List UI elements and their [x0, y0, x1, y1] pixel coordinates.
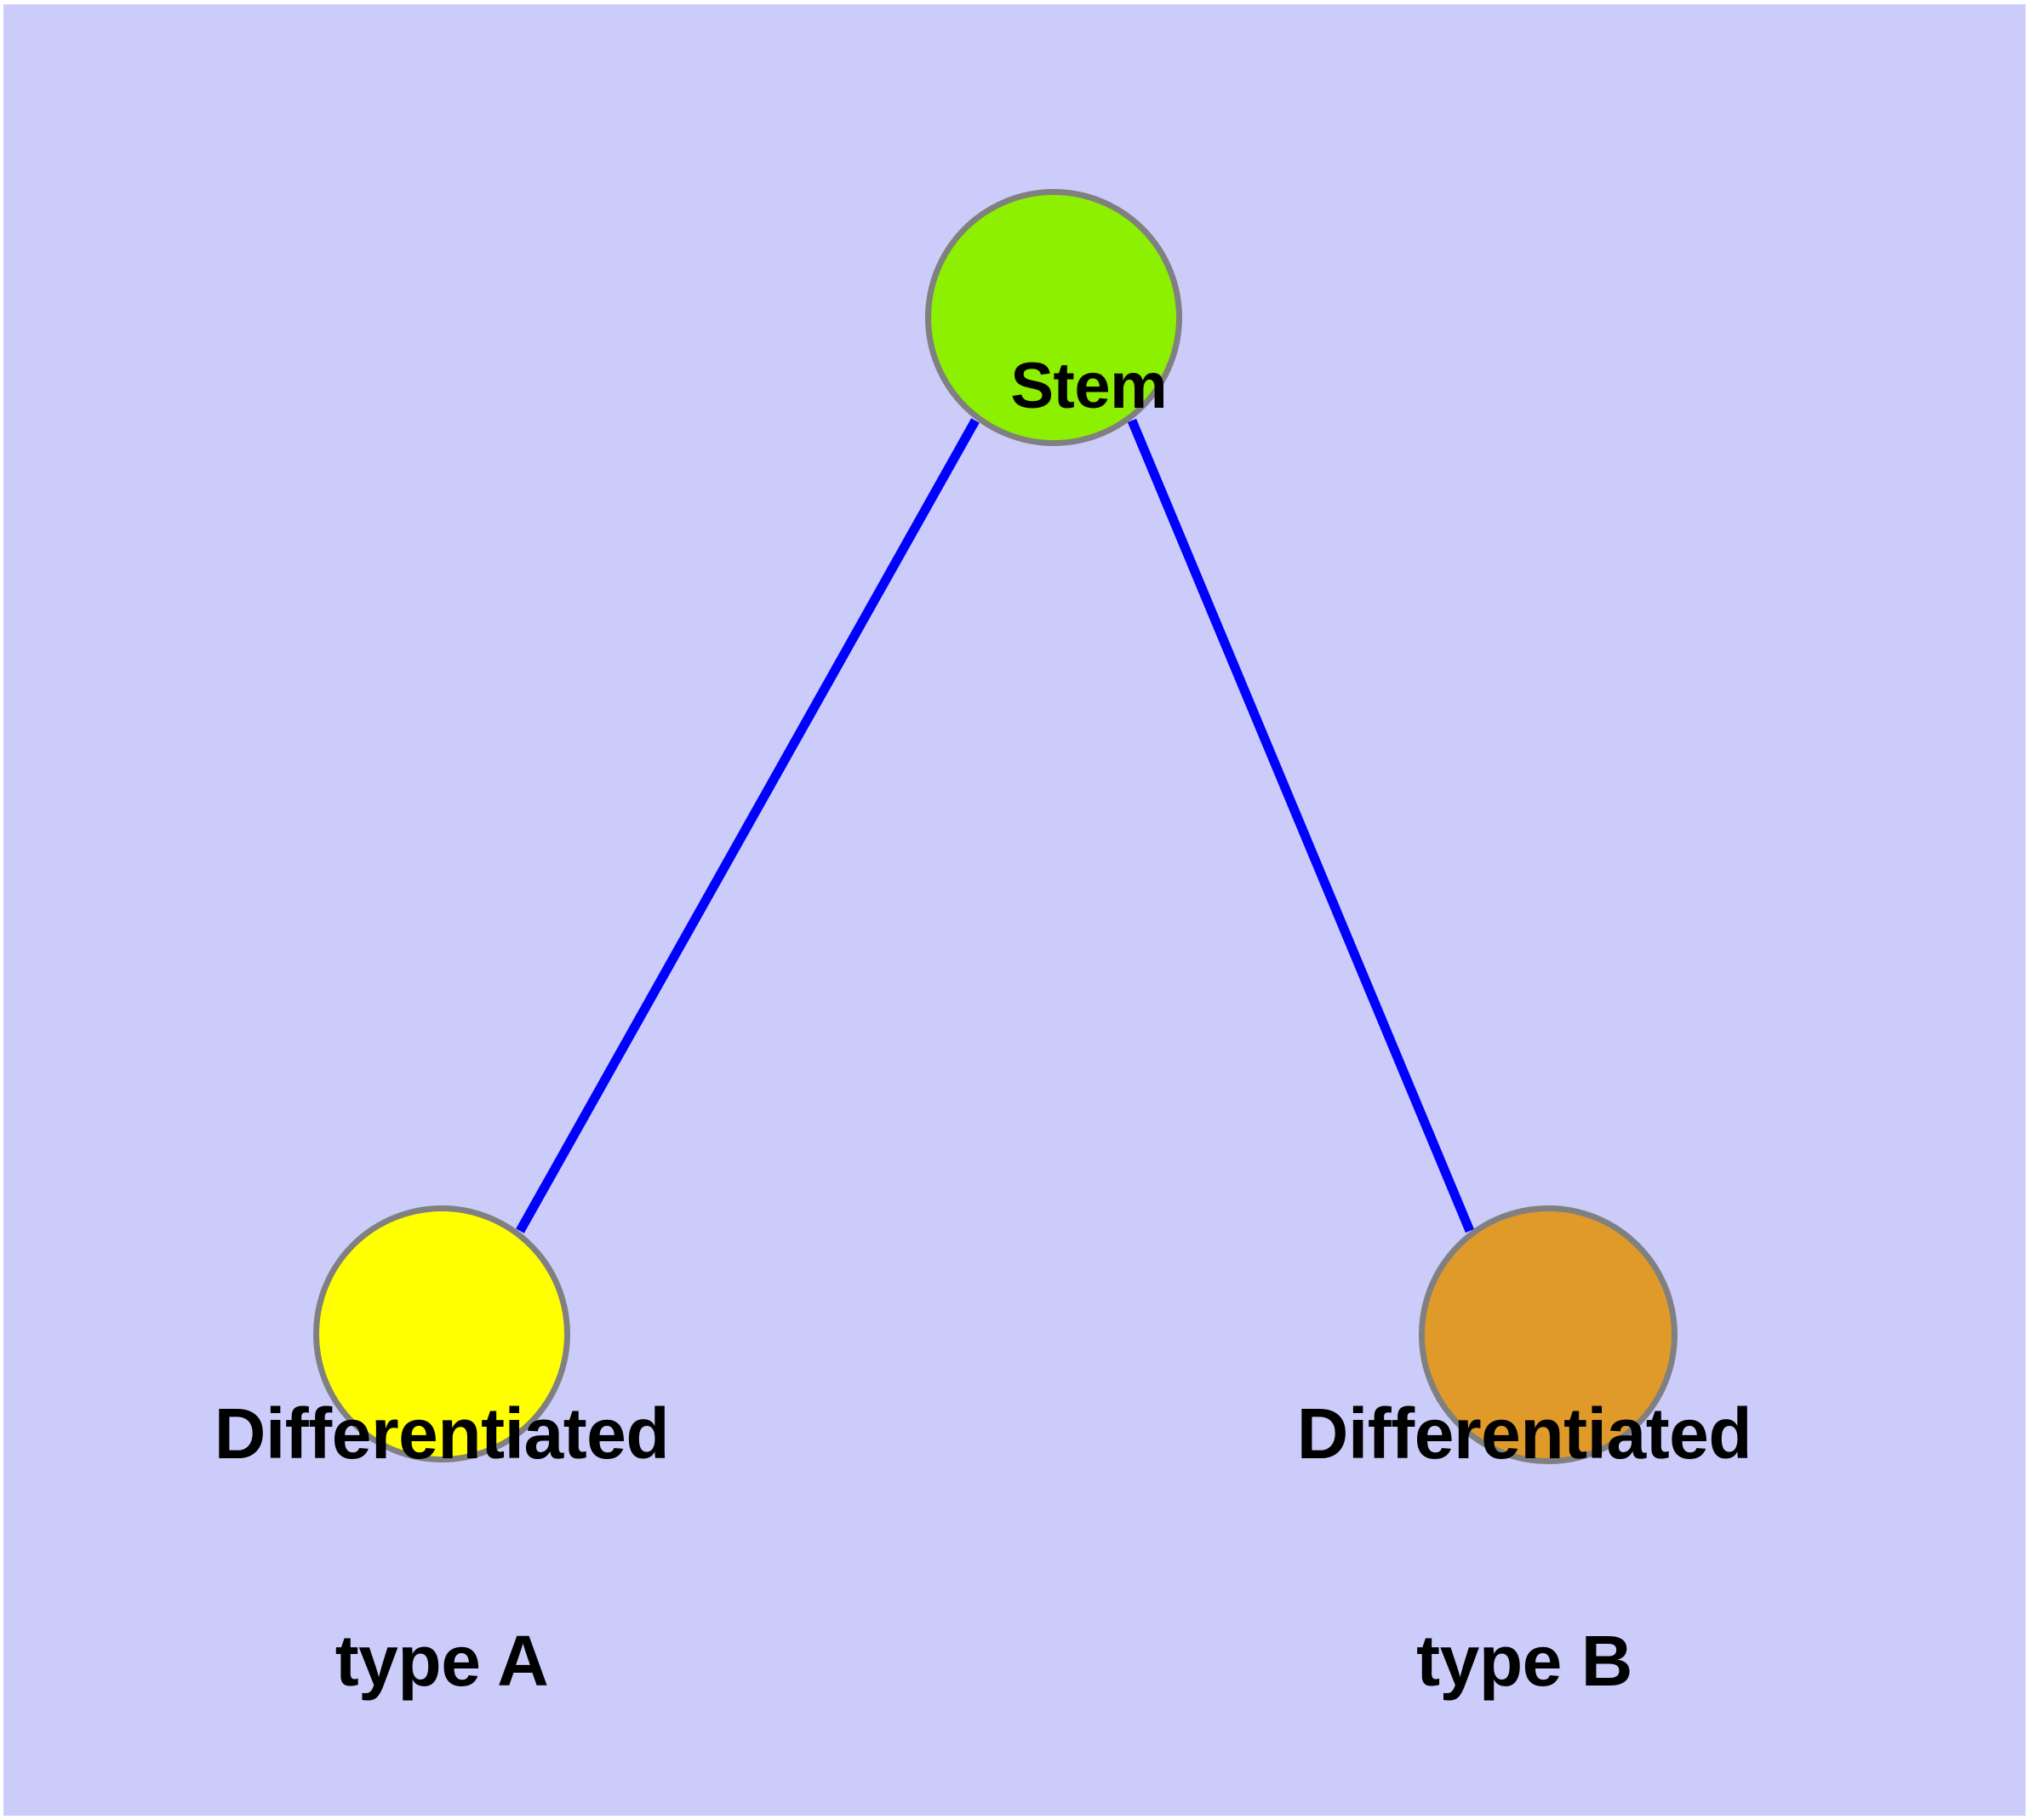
node-differentiated-type-a[interactable] [313, 1205, 570, 1462]
node-stem[interactable] [925, 189, 1182, 446]
node-differentiated-type-b[interactable] [1419, 1205, 1677, 1464]
